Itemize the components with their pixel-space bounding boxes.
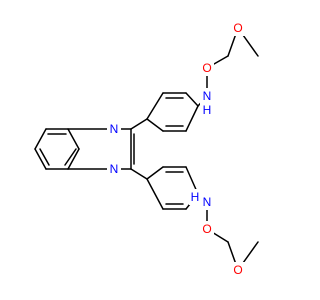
svg-text:H: H	[191, 190, 200, 204]
atom-nh-bottom: N H	[189, 189, 214, 210]
chemical-structure-diagram: O O N H N N N H O	[34, 20, 259, 278]
svg-text:N: N	[110, 122, 119, 136]
atom-o-bottom-ketone: O	[231, 262, 245, 278]
bond-c2-u1	[130, 118, 148, 130]
bond-l6-l1	[146, 178, 164, 210]
atom-n-quinoxaline-1: N	[107, 121, 121, 137]
svg-text:N: N	[110, 162, 119, 176]
bond-c3-l1	[130, 168, 148, 180]
atom-n-quinoxaline-2: N	[107, 161, 121, 177]
bond-u4-u5	[185, 105, 199, 132]
svg-text:O: O	[202, 61, 211, 75]
bond-l1-l2	[146, 166, 164, 180]
atom-o-top-amide: O	[200, 60, 214, 76]
atom-o-bottom-amide: O	[200, 221, 214, 237]
bond-u6-u1	[146, 118, 164, 132]
bond-lines	[34, 27, 259, 271]
bond-b2-b3	[34, 128, 47, 150]
svg-text:N: N	[203, 195, 212, 209]
svg-text:O: O	[233, 21, 242, 35]
bond-u3-u4	[185, 92, 199, 107]
atom-nh-top: N H	[200, 88, 214, 118]
bond-b3-b4	[34, 148, 47, 170]
bond-b6-b1	[67, 128, 80, 150]
double-bond-inner-2	[64, 148, 77, 166]
svg-text:O: O	[233, 263, 242, 277]
double-bond-inner-1	[39, 148, 50, 166]
svg-text:O: O	[202, 222, 211, 236]
svg-text:H: H	[203, 103, 212, 117]
atom-labels: O O N H N N N H O	[107, 20, 245, 278]
atom-o-top-ketone: O	[231, 20, 245, 36]
svg-text:N: N	[203, 89, 212, 103]
bond-b5-b6	[67, 148, 80, 170]
bond-u1-u2	[146, 92, 164, 120]
